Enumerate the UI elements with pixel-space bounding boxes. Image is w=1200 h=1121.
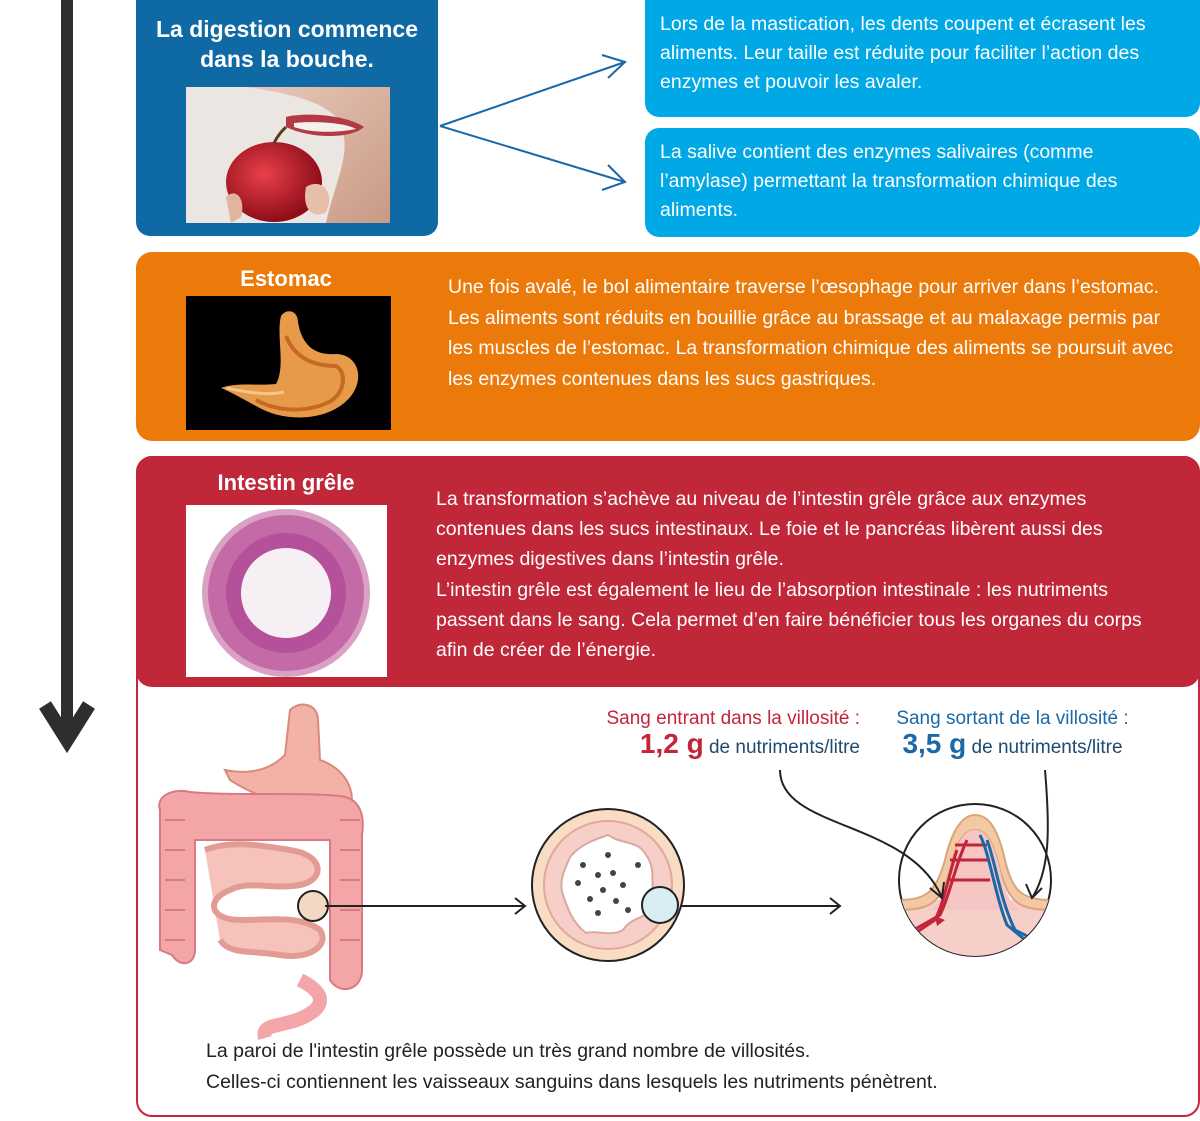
- branch-arrows: [439, 54, 627, 191]
- mouth-title: La digestion commence dans la bouche.: [136, 14, 438, 74]
- intestine-text: La transformation s’achève au niveau de …: [436, 484, 1176, 665]
- zoom-arrows: [325, 897, 842, 915]
- stomach-title: Estomac: [240, 266, 332, 291]
- intestine-text-para1: La transformation s’achève au niveau de …: [436, 488, 1103, 571]
- blood-in-unit: de nutriments/litre: [708, 737, 860, 758]
- stomach-photo: [186, 296, 391, 430]
- blood-out-caption: Sang sortant de la villosité :: [896, 708, 1129, 729]
- blood-flow-pointers: [779, 770, 1049, 900]
- stomach-text: Une fois avalé, le bol alimentaire trave…: [448, 276, 1174, 390]
- down-arrow-icon: [39, 0, 95, 754]
- mouth-title-line2: dans la bouche.: [200, 46, 374, 72]
- mouth-title-line1: La digestion commence: [155, 16, 418, 42]
- saliva-text: La salive contient des enzymes salivaire…: [645, 128, 1200, 237]
- digestive-tract-illustration: [158, 703, 364, 1040]
- villosity-caption: La paroi de l'intestin grêle possède un …: [206, 1036, 1166, 1098]
- blood-in-caption: Sang entrant dans la villosité :: [606, 708, 861, 729]
- villosity-caption-line1: La paroi de l'intestin grêle possède un …: [206, 1040, 811, 1062]
- blood-out-unit: de nutriments/litre: [971, 737, 1123, 758]
- villus-illustration: [898, 803, 1052, 957]
- mastication-text: Lors de la mastication, les dents coupen…: [645, 0, 1200, 117]
- blood-out-value: 3,5 g: [902, 728, 967, 759]
- stomach-panel: Estomac Une fois avalé, le bol alimentai…: [136, 252, 1200, 441]
- blood-out-label: Sang sortant de la villosité : 3,5 g de …: [850, 708, 1175, 760]
- mouth-apple-photo: [186, 87, 390, 223]
- intestine-panel: Intestin grêle La transformation s’achèv…: [136, 456, 1200, 687]
- intestine-title: Intestin grêle: [217, 470, 355, 495]
- blood-in-label: Sang entrant dans la villosité : 1,2 g d…: [500, 708, 861, 760]
- intestine-cross-section-illustration: [531, 808, 685, 962]
- mouth-panel: La digestion commence dans la bouche.: [136, 0, 438, 236]
- blood-in-value: 1,2 g: [639, 728, 704, 759]
- intestine-text-para2: L’intestin grêle est également le lieu d…: [436, 578, 1142, 662]
- intestine-section-photo: [186, 505, 387, 677]
- villosity-caption-line2: Celles-ci contiennent les vaisseaux sang…: [206, 1071, 938, 1093]
